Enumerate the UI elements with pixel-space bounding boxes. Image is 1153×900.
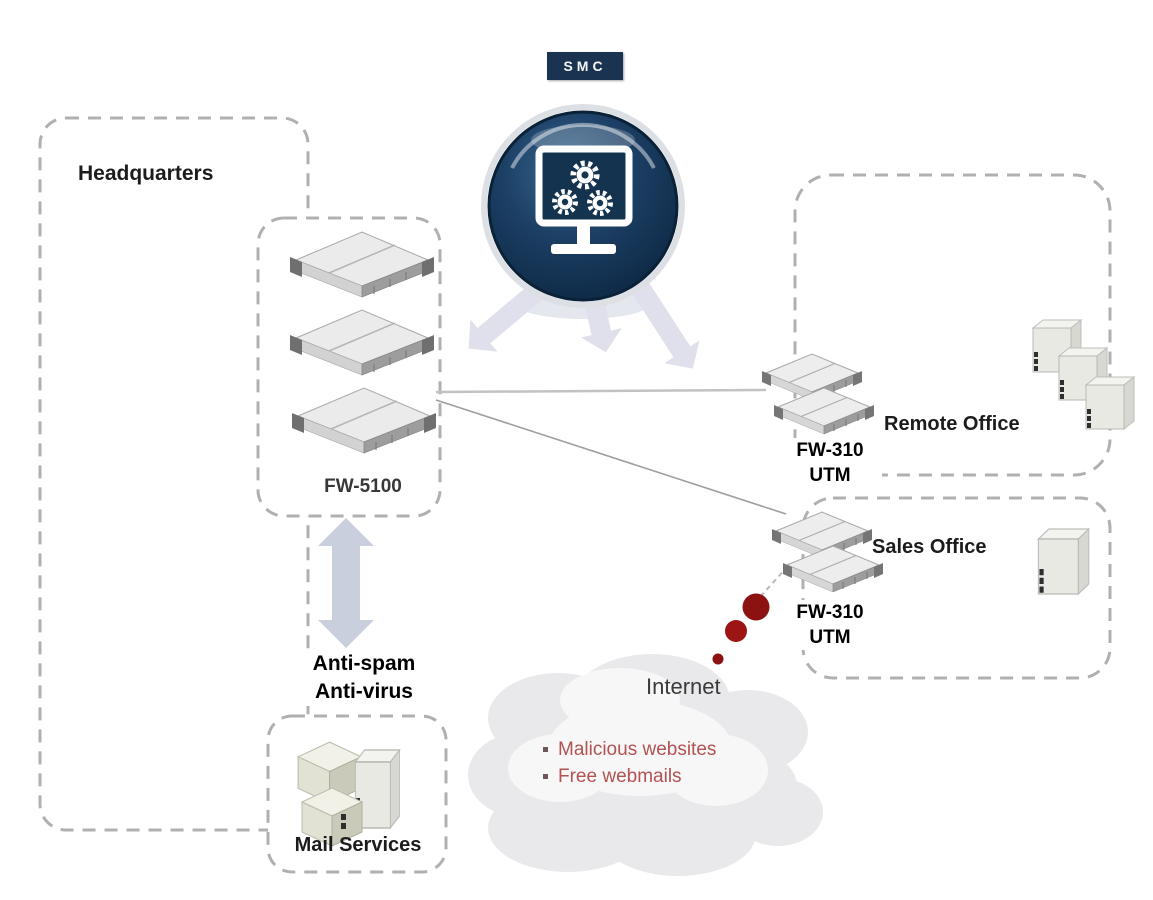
internet-label: Internet xyxy=(646,674,721,699)
threat-dot xyxy=(725,620,747,642)
remote-office-box xyxy=(793,173,1112,477)
internet-threat-list: Malicious websites Free webmails xyxy=(543,736,716,790)
headquarters-box xyxy=(38,116,310,832)
remote-office-label: Remote Office xyxy=(884,413,1020,435)
sales-fw310-label-line1: FW-310 xyxy=(796,602,864,623)
list-item: Malicious websites xyxy=(543,736,716,763)
headquarters-label: Headquarters xyxy=(78,162,214,185)
threat-dot xyxy=(712,653,724,665)
fan-arrow-right xyxy=(625,272,700,369)
sync-double-arrow xyxy=(318,518,374,648)
antispam-label-line1: Anti-spam xyxy=(312,652,416,675)
bullet-dot xyxy=(543,774,548,779)
smc-badge-label: SMC xyxy=(563,58,607,74)
antispam-antivirus-label: Anti-spam Anti-virus xyxy=(282,650,446,706)
remote-fw310-label-line2: UTM xyxy=(809,465,851,486)
mail-services-label: Mail Services xyxy=(294,834,422,856)
fw310-appliance-icon xyxy=(782,545,884,593)
smc-icon xyxy=(481,104,685,308)
workstation-icon xyxy=(1037,528,1090,595)
smc-badge: SMC xyxy=(547,52,623,80)
fw310-appliance-icon xyxy=(773,387,875,435)
sales-office-box xyxy=(801,496,1112,680)
link-hq-sales xyxy=(435,399,787,515)
threat-item-label: Free webmails xyxy=(558,766,682,787)
threat-item-label: Malicious websites xyxy=(558,739,717,760)
link-hq-remote xyxy=(435,388,767,394)
antispam-label-line2: Anti-virus xyxy=(314,680,413,703)
threat-dots xyxy=(712,593,770,665)
workstation-icon xyxy=(1085,376,1135,430)
sales-fw310-label: FW-310 UTM xyxy=(778,600,882,650)
sales-fw310-label-line2: UTM xyxy=(809,627,851,648)
mail-server-icons xyxy=(297,741,401,847)
bullet-dot xyxy=(543,747,548,752)
fw5100-label: FW-5100 xyxy=(324,476,402,497)
remote-fw310-label: FW-310 UTM xyxy=(778,438,882,488)
list-item: Free webmails xyxy=(543,763,716,790)
link-internet-sales xyxy=(759,565,789,598)
internet-cloud xyxy=(468,654,823,876)
threat-dot xyxy=(742,593,770,621)
sales-office-label: Sales Office xyxy=(872,536,987,558)
remote-fw310-label-line1: FW-310 xyxy=(796,440,864,461)
